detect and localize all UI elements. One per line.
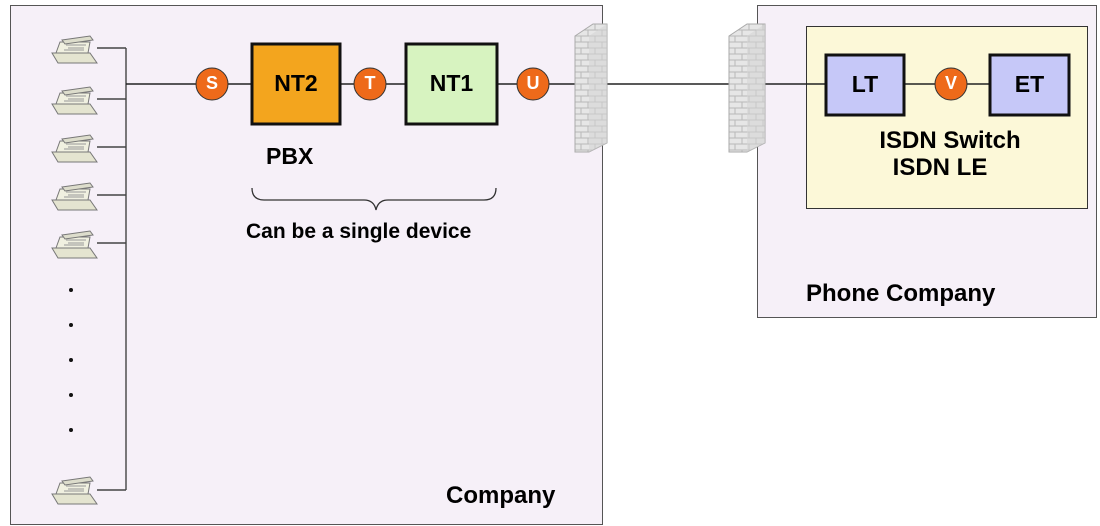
telephone-icon <box>51 182 98 211</box>
ref-point-t-label: T <box>364 73 376 93</box>
brace-caption: Can be a single device <box>246 220 472 243</box>
ref-point-s <box>195 67 229 101</box>
telephone-icon <box>51 476 98 505</box>
nt1-box <box>404 42 499 126</box>
phone-company-label: Phone Company <box>806 280 996 307</box>
telephone-icon <box>51 35 98 64</box>
telephone-icon <box>51 86 98 115</box>
ref-point-v <box>934 67 968 101</box>
company-label: Company <box>446 482 556 509</box>
phone-list-ellipsis <box>69 288 73 432</box>
lt-box <box>824 53 906 117</box>
et-label: ET <box>1014 71 1045 97</box>
ref-point-s-label: S <box>205 73 218 93</box>
firewall-right-icon <box>728 23 766 153</box>
nt2-label: NT2 <box>274 70 318 96</box>
et-box <box>988 53 1071 117</box>
isdn-le-label: ISDN LE <box>892 154 988 181</box>
isdn-switch-label: ISDN Switch <box>879 127 1021 154</box>
nt2-box <box>250 42 342 126</box>
telephone-icon <box>51 230 98 259</box>
ref-point-t <box>353 67 387 101</box>
lt-label: LT <box>851 71 879 97</box>
grouping-brace <box>251 187 497 211</box>
firewall-left-icon <box>574 23 608 153</box>
ref-point-u-label: U <box>526 73 540 93</box>
nt1-label: NT1 <box>429 70 474 96</box>
telephone-icon <box>51 134 98 163</box>
ref-point-u <box>516 67 550 101</box>
ref-point-v-label: V <box>944 73 957 93</box>
pbx-label: PBX <box>266 143 314 169</box>
phone-stubs <box>97 47 126 491</box>
